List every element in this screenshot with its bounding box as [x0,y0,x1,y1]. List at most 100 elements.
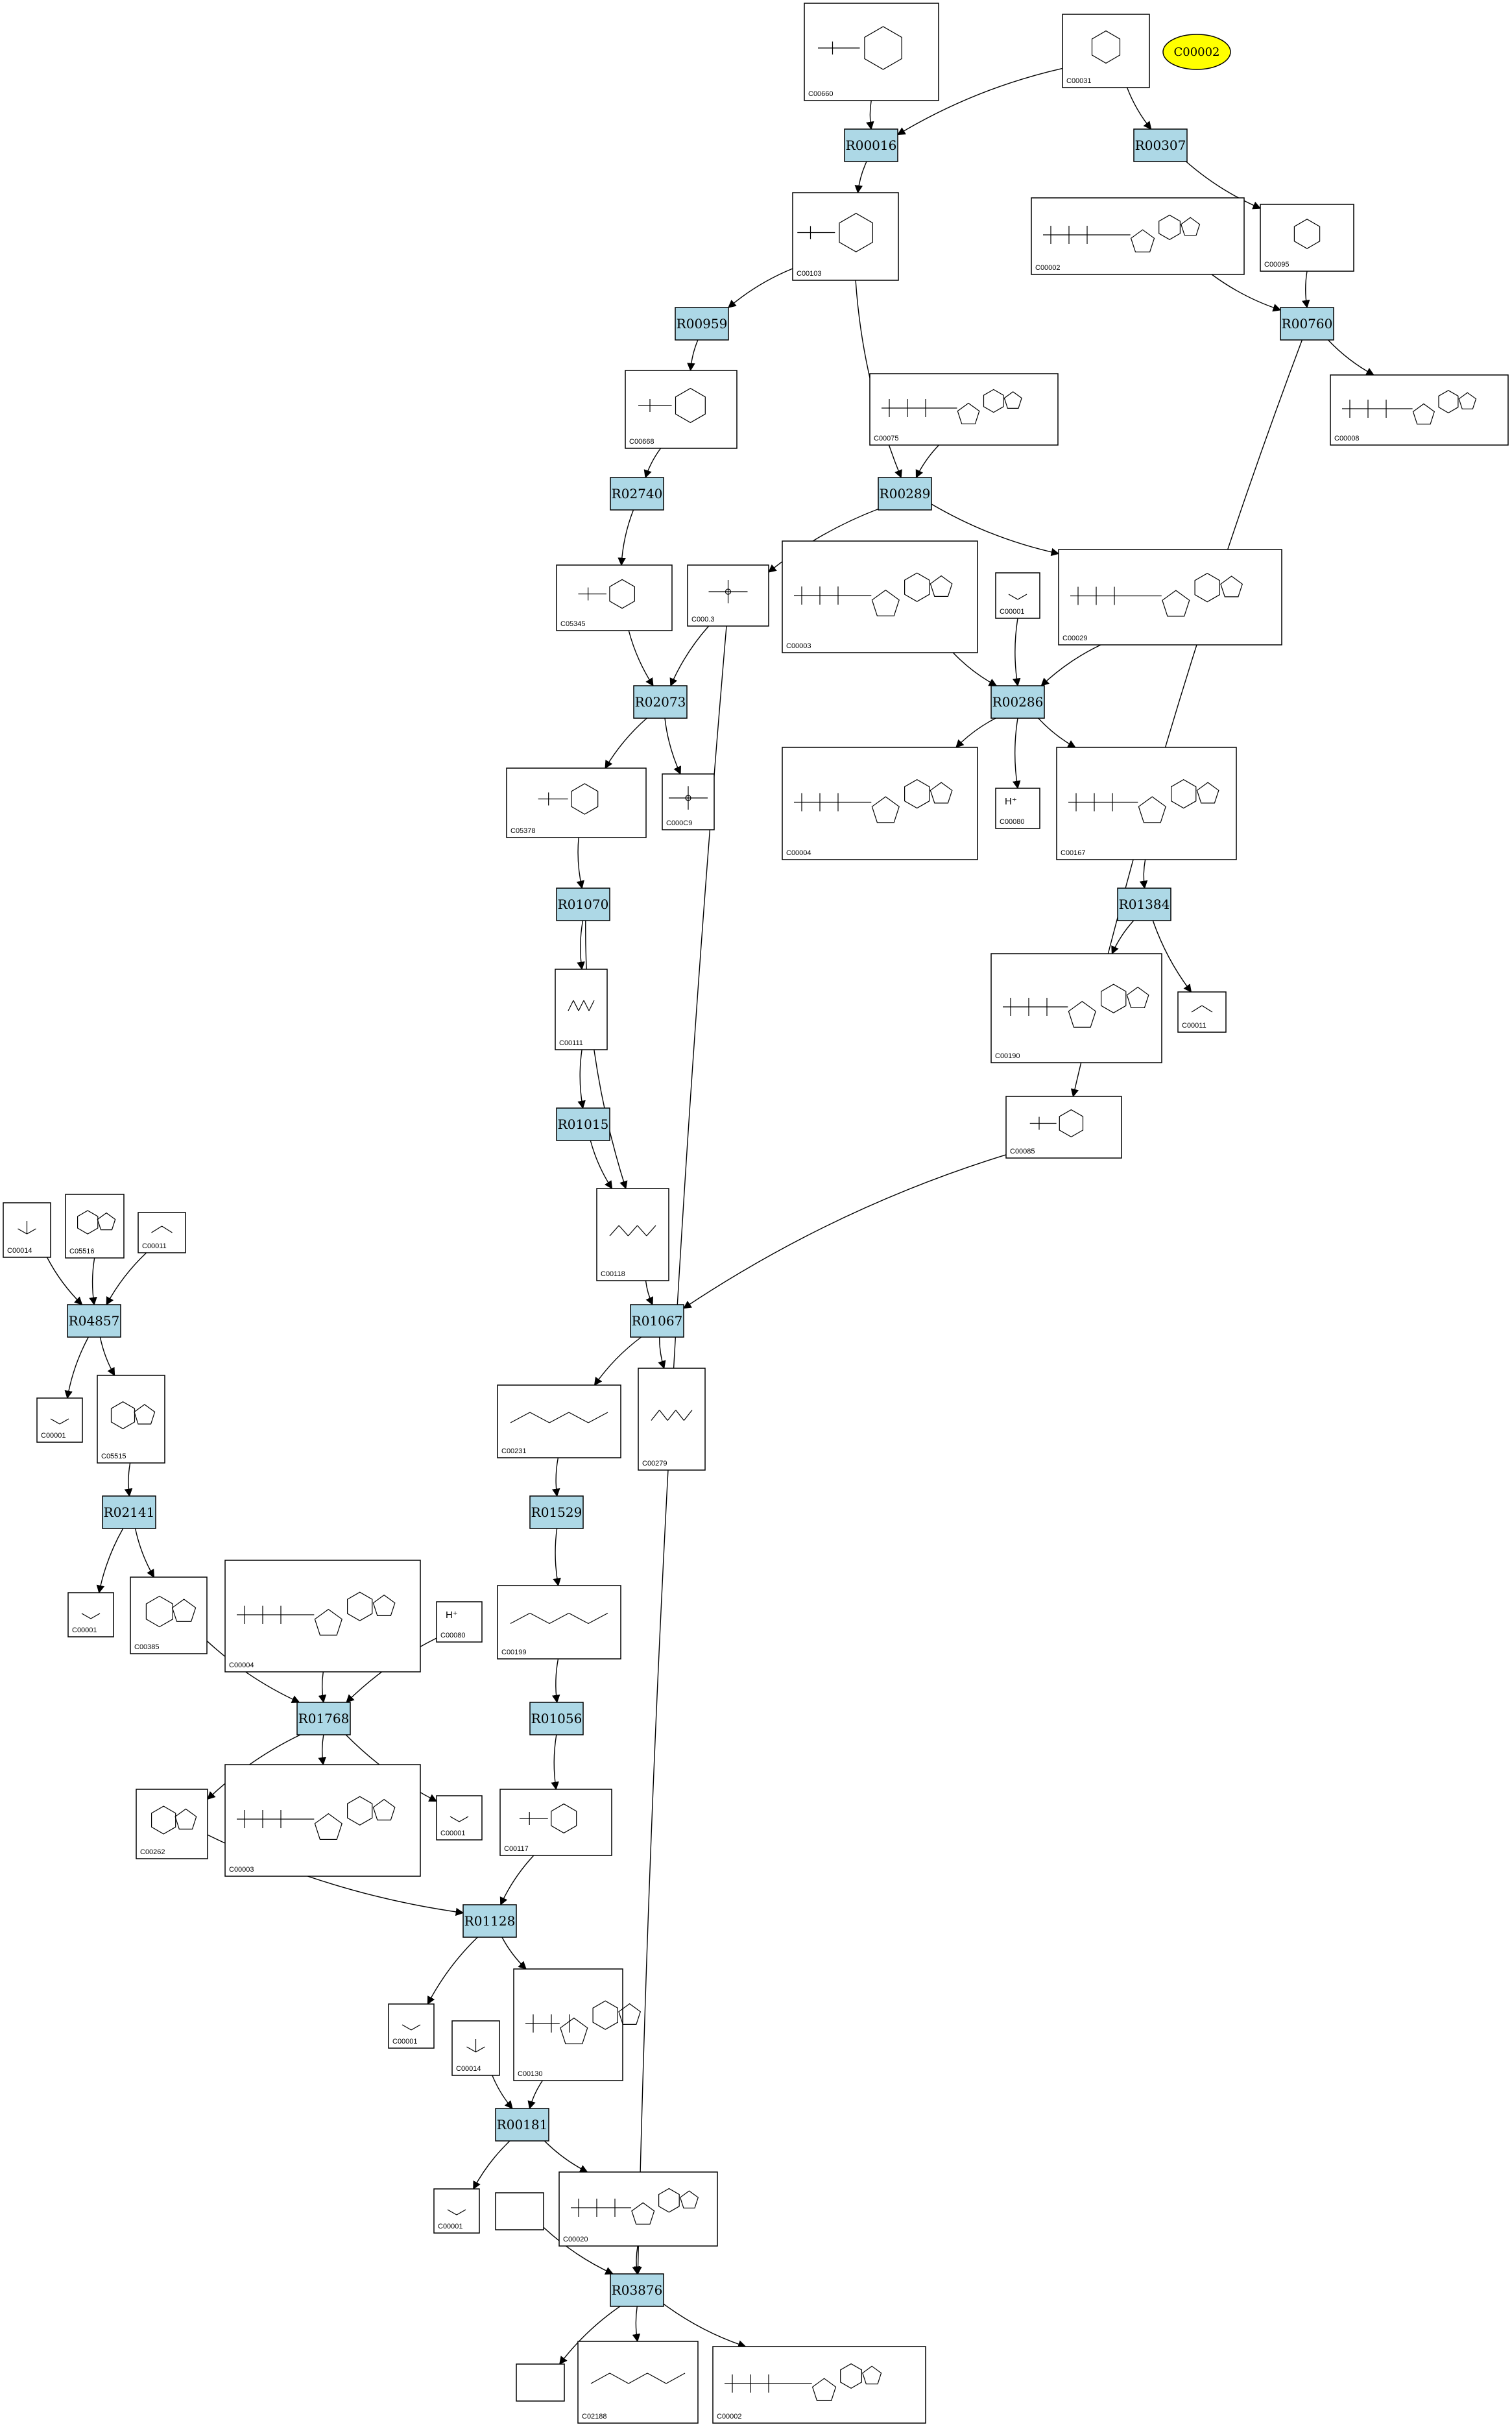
compound-box[interactable] [782,540,978,653]
compound-node-c00080[interactable]: H⁺C00080 [995,788,1040,829]
compound-node-c00004[interactable]: C00004 [224,1560,421,1672]
reaction-box[interactable] [556,1107,610,1141]
compound-node-c00279[interactable]: C00279 [638,1368,706,1471]
compound-box[interactable] [130,1576,208,1654]
reaction-box[interactable] [675,307,729,341]
reaction-box[interactable] [1133,128,1188,162]
compound-node-c00003[interactable]: C00003 [224,1764,421,1877]
compound-node-c00085[interactable]: C00085 [1005,1096,1122,1159]
compound-node-c00080[interactable]: H⁺C00080 [436,1601,483,1643]
compound-node-c00118[interactable]: C00118 [596,1188,669,1281]
compound-box[interactable] [995,788,1040,829]
compound-node-blank[interactable] [495,2192,544,2230]
compound-node-c00385[interactable]: C00385 [130,1576,208,1654]
compound-box[interactable] [782,747,978,860]
reaction-node-r01067[interactable]: R01067 [630,1304,684,1338]
compound-node-c00111[interactable]: C00111 [555,969,608,1050]
compound-node-c00001[interactable]: C00001 [433,2188,480,2234]
compound-box[interactable] [792,192,899,281]
compound-node-c00668[interactable]: C00668 [625,370,738,449]
highlight-node[interactable]: C00002 [1162,34,1231,70]
reaction-box[interactable] [610,477,664,511]
reaction-node-r02740[interactable]: R02740 [610,477,664,511]
compound-node-c00002[interactable]: C00002 [712,2346,926,2424]
reaction-box[interactable] [529,1495,584,1529]
compound-node-c00001[interactable]: C00001 [388,2003,435,2049]
reaction-node-r00289[interactable]: R00289 [878,477,932,511]
reaction-node-r00959[interactable]: R00959 [675,307,729,341]
compound-node-c00003[interactable]: C00003 [782,540,978,653]
compound-node-c00231[interactable]: C00231 [497,1384,621,1458]
compound-box[interactable] [67,1592,114,1637]
compound-box[interactable] [625,370,738,449]
compound-box[interactable] [224,1764,421,1877]
compound-node-c0003[interactable]: C000.3 [687,564,769,627]
reaction-box[interactable] [495,2108,549,2142]
reaction-box[interactable] [1280,307,1334,341]
compound-box[interactable] [1062,14,1150,88]
reaction-box[interactable] [844,128,898,162]
reaction-node-r01529[interactable]: R01529 [529,1495,584,1529]
compound-box[interactable] [495,2192,544,2230]
compound-box[interactable] [36,1397,83,1443]
compound-box[interactable] [497,1384,621,1458]
compound-box[interactable] [451,2020,500,2076]
reaction-node-r04857[interactable]: R04857 [67,1304,121,1338]
compound-box[interactable] [136,1789,208,1859]
compound-box[interactable] [1260,204,1354,272]
compound-node-blank[interactable] [516,2363,565,2402]
compound-box[interactable] [506,767,647,838]
compound-box[interactable] [556,564,673,631]
reaction-box[interactable] [633,685,688,719]
reaction-box[interactable] [1117,887,1171,921]
reaction-box[interactable] [102,1495,156,1529]
reaction-node-r02073[interactable]: R02073 [633,685,688,719]
compound-node-c00075[interactable]: C00075 [869,373,1059,446]
compound-node-c00014[interactable]: C00014 [451,2020,500,2076]
reaction-box[interactable] [878,477,932,511]
compound-box[interactable] [516,2363,565,2402]
compound-node-c00167[interactable]: C00167 [1056,747,1237,860]
compound-box[interactable] [1058,549,1282,646]
compound-node-c00008[interactable]: C00008 [1330,374,1509,446]
compound-node-c00029[interactable]: C00029 [1058,549,1282,646]
compound-node-c00001[interactable]: C00001 [995,572,1040,619]
compound-box[interactable] [97,1375,165,1464]
compound-node-c00103[interactable]: C00103 [792,192,899,281]
compound-node-c05345[interactable]: C05345 [556,564,673,631]
compound-node-c00020[interactable]: C00020 [558,2171,718,2247]
compound-box[interactable] [577,2341,699,2424]
compound-box[interactable] [638,1368,706,1471]
compound-box[interactable] [513,1968,623,2081]
compound-box[interactable] [499,1789,612,1856]
compound-box[interactable] [224,1560,421,1672]
compound-node-c00001[interactable]: C00001 [36,1397,83,1443]
compound-node-c00014[interactable]: C00014 [3,1202,51,1258]
reaction-box[interactable] [296,1702,351,1735]
compound-node-c000c9[interactable]: C000C9 [662,773,715,830]
compound-box[interactable] [869,373,1059,446]
compound-box[interactable] [436,1601,483,1643]
compound-node-c00001[interactable]: C00001 [436,1795,483,1841]
reaction-box[interactable] [462,1904,517,1938]
compound-node-c05516[interactable]: C05516 [65,1194,125,1259]
compound-node-c00190[interactable]: C00190 [990,953,1162,1063]
compound-node-c00262[interactable]: C00262 [136,1789,208,1859]
reaction-box[interactable] [990,685,1045,719]
compound-node-c05378[interactable]: C05378 [506,767,647,838]
compound-box[interactable] [558,2171,718,2247]
reaction-node-r01070[interactable]: R01070 [556,887,610,921]
compound-box[interactable] [1330,374,1509,446]
compound-node-c05515[interactable]: C05515 [97,1375,165,1464]
compound-node-c00660[interactable]: C00660 [804,3,939,101]
reaction-node-r00181[interactable]: R00181 [495,2108,549,2142]
compound-node-c00001[interactable]: C00001 [67,1592,114,1637]
highlight-ellipse[interactable] [1162,34,1231,70]
reaction-node-r01056[interactable]: R01056 [529,1702,584,1735]
compound-node-c02188[interactable]: C02188 [577,2341,699,2424]
compound-node-c00004[interactable]: C00004 [782,747,978,860]
reaction-box[interactable] [630,1304,684,1338]
reaction-node-r01768[interactable]: R01768 [296,1702,351,1735]
reaction-node-r01128[interactable]: R01128 [462,1904,517,1938]
reaction-node-r03876[interactable]: R03876 [610,2273,664,2307]
